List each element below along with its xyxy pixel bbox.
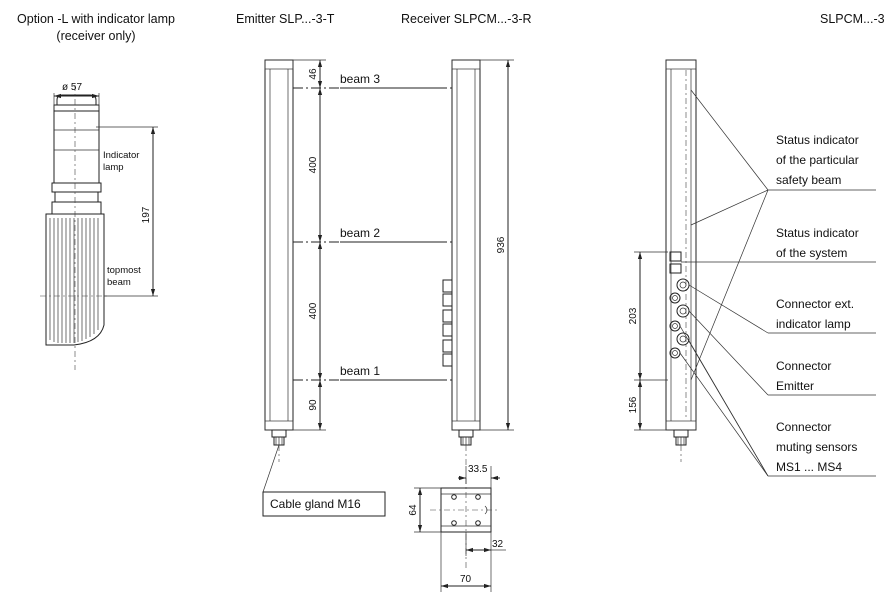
- callout-muting-3: MS1 ... MS4: [776, 460, 842, 474]
- dim-156: 156: [628, 396, 639, 413]
- topmost-beam-label: topmost: [107, 265, 141, 276]
- topmost-beam-label-2: beam: [107, 277, 131, 288]
- dim-32: 32: [492, 539, 504, 550]
- callout-ext-lamp-2: indicator lamp: [776, 317, 851, 331]
- dim-64: 64: [408, 504, 419, 516]
- callout-status-beam-2: of the particular: [776, 153, 859, 167]
- callout-emitter-2: Emitter: [776, 379, 814, 393]
- cable-gland-callout: [262, 444, 386, 517]
- side-view-dimensions: [634, 251, 668, 431]
- vertical-dimension-chain: [293, 59, 326, 431]
- callout-muting-1: Connector: [776, 420, 831, 434]
- lamp-diameter-label: ø 57: [62, 82, 82, 93]
- callout-muting-2: muting sensors: [776, 440, 857, 454]
- dim-upper-400: 400: [308, 156, 319, 173]
- dim-70: 70: [460, 574, 472, 585]
- side-view-housing: [665, 59, 697, 462]
- emitter-housing: [264, 59, 294, 462]
- receiver-housing: [442, 59, 481, 466]
- callout-status-system-1: Status indicator: [776, 226, 859, 240]
- lamp-height-label: 197: [141, 206, 152, 223]
- side-view-leaders: [679, 89, 876, 477]
- indicator-lamp-label: Indicator: [103, 150, 139, 161]
- callout-status-beam-3: safety beam: [776, 173, 841, 187]
- dim-top-46: 46: [308, 68, 319, 80]
- cable-gland-label: Cable gland M16: [270, 497, 361, 511]
- heading-option-l-sub: (receiver only): [56, 29, 135, 43]
- heading-emitter: Emitter SLP...-3-T: [236, 12, 335, 26]
- heading-receiver: Receiver SLPCM...-3-R: [401, 12, 532, 26]
- dim-33-5: 33.5: [468, 464, 488, 475]
- dim-total-936: 936: [496, 236, 507, 253]
- total-height-dimension: [480, 59, 514, 431]
- callout-status-system-2: of the system: [776, 246, 847, 260]
- indicator-lamp-label-2: lamp: [103, 162, 124, 173]
- heading-side-view: SLPCM...-3: [820, 12, 885, 26]
- dim-lower-400: 400: [308, 302, 319, 319]
- callout-emitter-1: Connector: [776, 359, 831, 373]
- profile-cross-section: [414, 466, 506, 592]
- callout-status-beam-1: Status indicator: [776, 133, 859, 147]
- callout-ext-lamp-1: Connector ext.: [776, 297, 854, 311]
- dim-203: 203: [628, 307, 639, 324]
- heading-option-l: Option -L with indicator lamp: [17, 12, 175, 26]
- lamp-option-drawing: [40, 85, 158, 370]
- beam-3-label: beam 3: [340, 72, 380, 86]
- beam-2-label: beam 2: [340, 226, 380, 240]
- dim-bottom-90: 90: [308, 399, 319, 411]
- beam-1-label: beam 1: [340, 364, 380, 378]
